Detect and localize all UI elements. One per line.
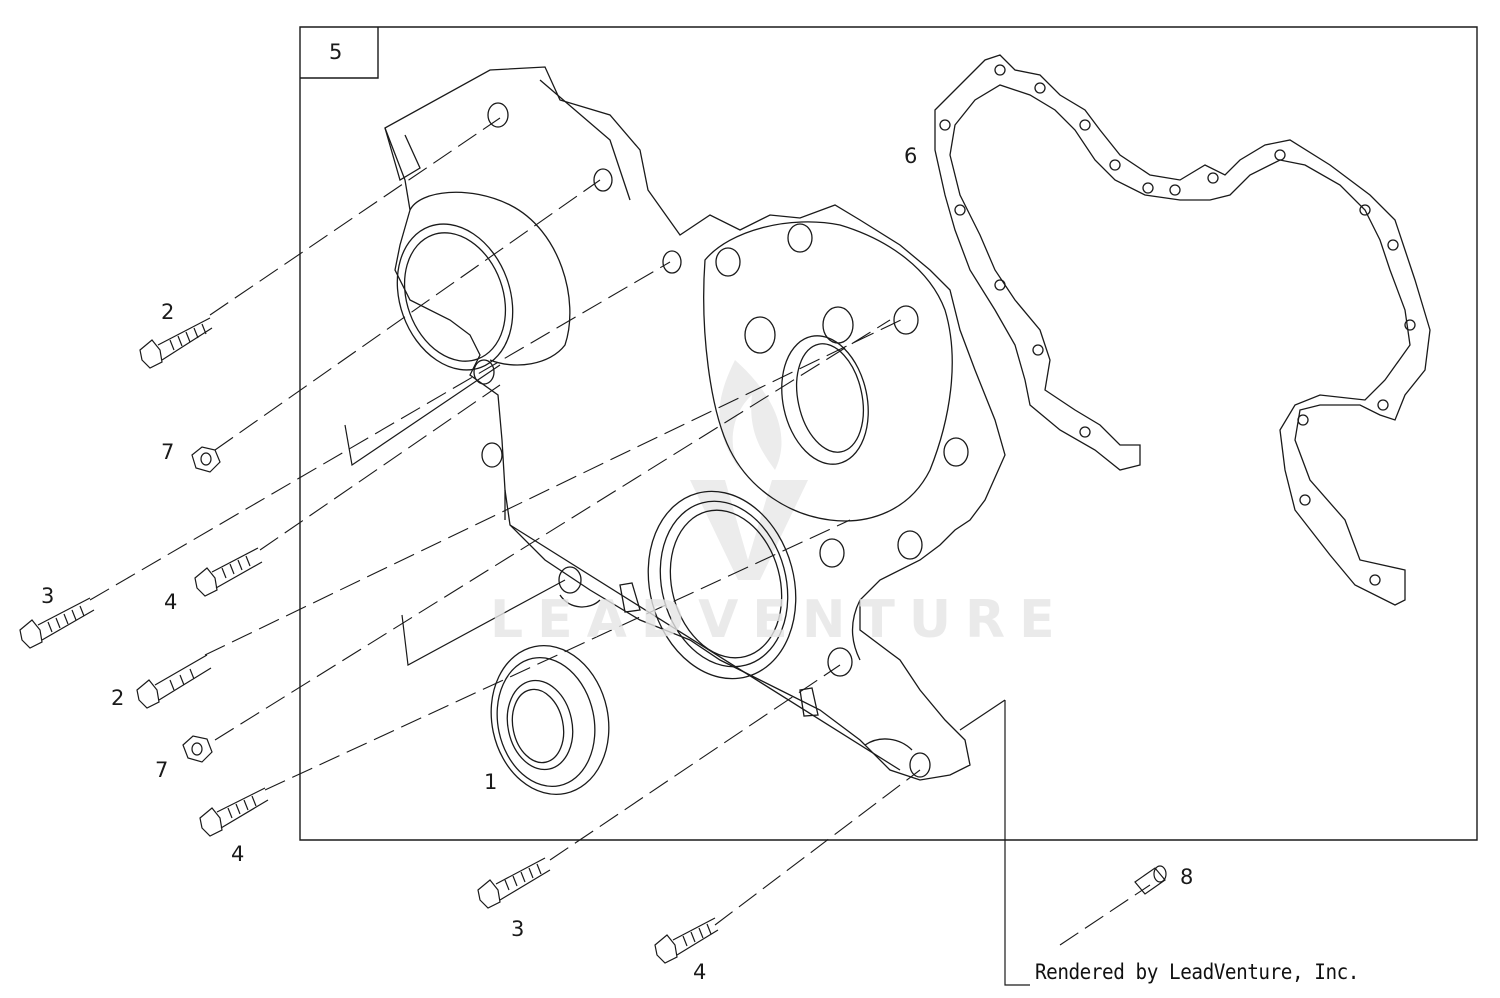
watermark-text: LEADVENTURE [490,590,1069,650]
bolt-3b [478,858,550,908]
dowel-8 [1135,866,1166,894]
bolt-3a [20,598,94,648]
callout-7: 7 [155,758,169,782]
assembly-frame [300,27,1477,840]
oil-seal [478,635,623,806]
nut-7b [183,736,212,762]
callout-2: 2 [161,300,175,324]
bolt-2a [140,318,212,368]
break-lines [345,365,1030,985]
callout-7: 7 [161,440,175,464]
callout-4: 4 [693,960,707,984]
callout-8: 8 [1180,865,1194,889]
gasket [935,55,1430,605]
timing-cover [378,67,1005,780]
callout-1: 1 [484,770,498,794]
fasteners [20,318,1166,963]
nut-7a [192,447,220,472]
callout-6: 6 [904,144,918,168]
render-credit: Rendered by LeadVenture, Inc. [1035,960,1359,984]
bolt-4c [655,918,718,963]
bolt-4b [200,788,268,836]
callout-2: 2 [111,686,125,710]
leader-lines [90,118,1150,945]
assembly-label: 5 [329,40,343,64]
watermark-logo [690,360,808,580]
callout-4: 4 [231,842,245,866]
bolt-2b [137,655,211,708]
callout-3: 3 [511,917,525,941]
bolt-4a [195,548,262,596]
callout-3: 3 [41,584,55,608]
callout-4: 4 [164,590,178,614]
